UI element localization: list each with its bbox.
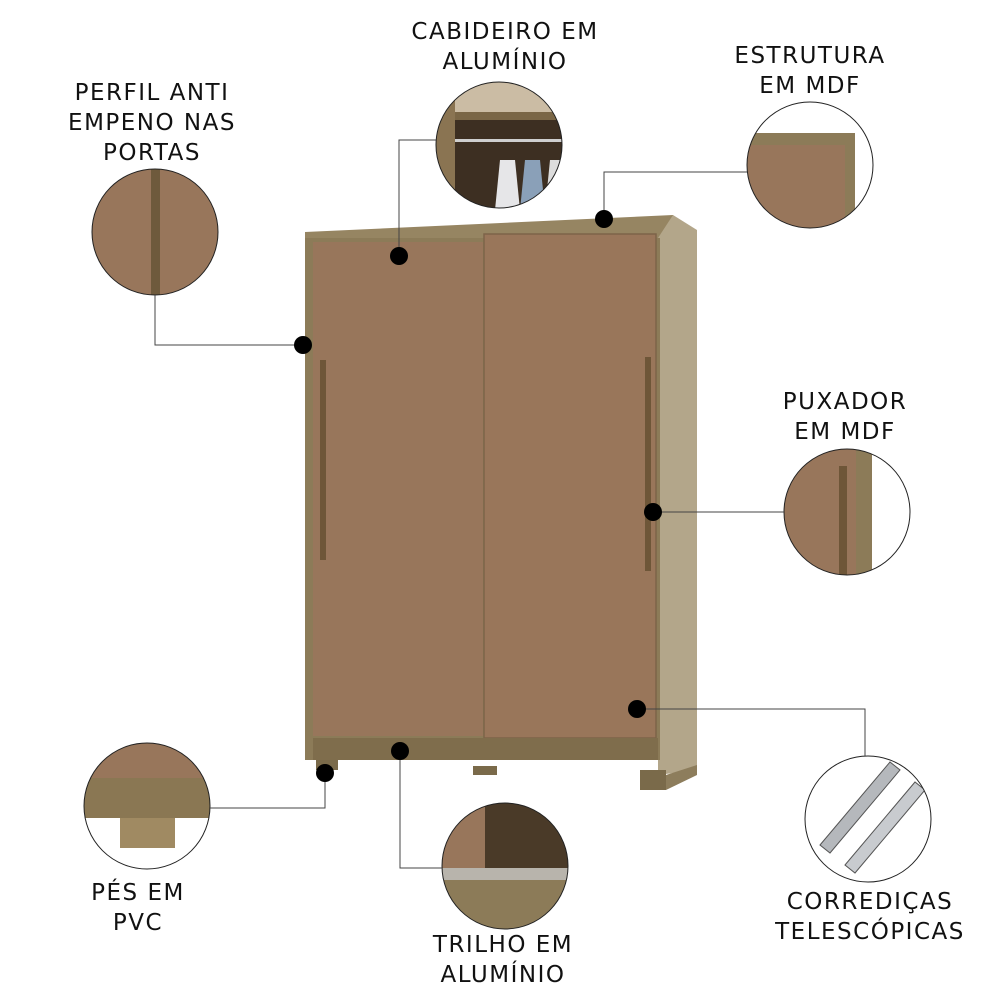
marker-dots [294,210,662,782]
wardrobe [305,215,697,790]
label-trilho: TRILHO EM ALUMÍNIO [433,930,573,990]
handle-left [320,360,326,560]
leader-lines [154,139,866,869]
detail-pvc-feet [84,743,210,869]
label-line: PVC [112,910,164,936]
label-line: ALUMÍNIO [440,962,566,988]
label-line: PERFIL ANTI [74,80,230,106]
detail-anti-warp-profile [92,169,218,295]
label-perfil-anti-empeno: PERFIL ANTI EMPENO NAS PORTAS [68,78,236,168]
label-line: EM MDF [794,419,896,445]
label-line: TRILHO EM [432,932,574,958]
label-estrutura: ESTRUTURA EM MDF [734,41,885,101]
label-line: PORTAS [103,140,201,166]
label-corredicas: CORREDIÇAS TELESCÓPICAS [775,887,965,947]
label-puxador: PUXADOR EM MDF [783,387,908,447]
detail-telescopic-slides [805,756,931,882]
label-pes: PÉS EM PVC [91,878,185,938]
label-line: PUXADOR [782,389,908,415]
detail-mdf-structure [747,102,873,228]
label-cabideiro: CABIDEIRO EM ALUMÍNIO [411,17,598,77]
door-left [313,242,483,736]
label-line: ALUMÍNIO [442,49,568,75]
detail-mdf-handle [784,449,910,575]
label-line: PÉS EM [91,880,185,906]
door-right [483,233,657,739]
handle-right [645,357,651,571]
label-line: EMPENO NAS [68,110,236,136]
wardrobe-side-panel [658,215,697,775]
detail-aluminium-rail [442,803,568,929]
label-line: EM MDF [759,73,861,99]
bottom-rail [313,738,658,760]
label-line: CORREDIÇAS [786,889,954,915]
foot [666,765,697,790]
label-line: CABIDEIRO EM [411,19,599,45]
label-line: TELESCÓPICAS [775,919,965,945]
foot [473,766,497,775]
label-line: ESTRUTURA [734,43,886,69]
detail-aluminium-hanger [436,82,562,208]
foot [640,770,666,790]
